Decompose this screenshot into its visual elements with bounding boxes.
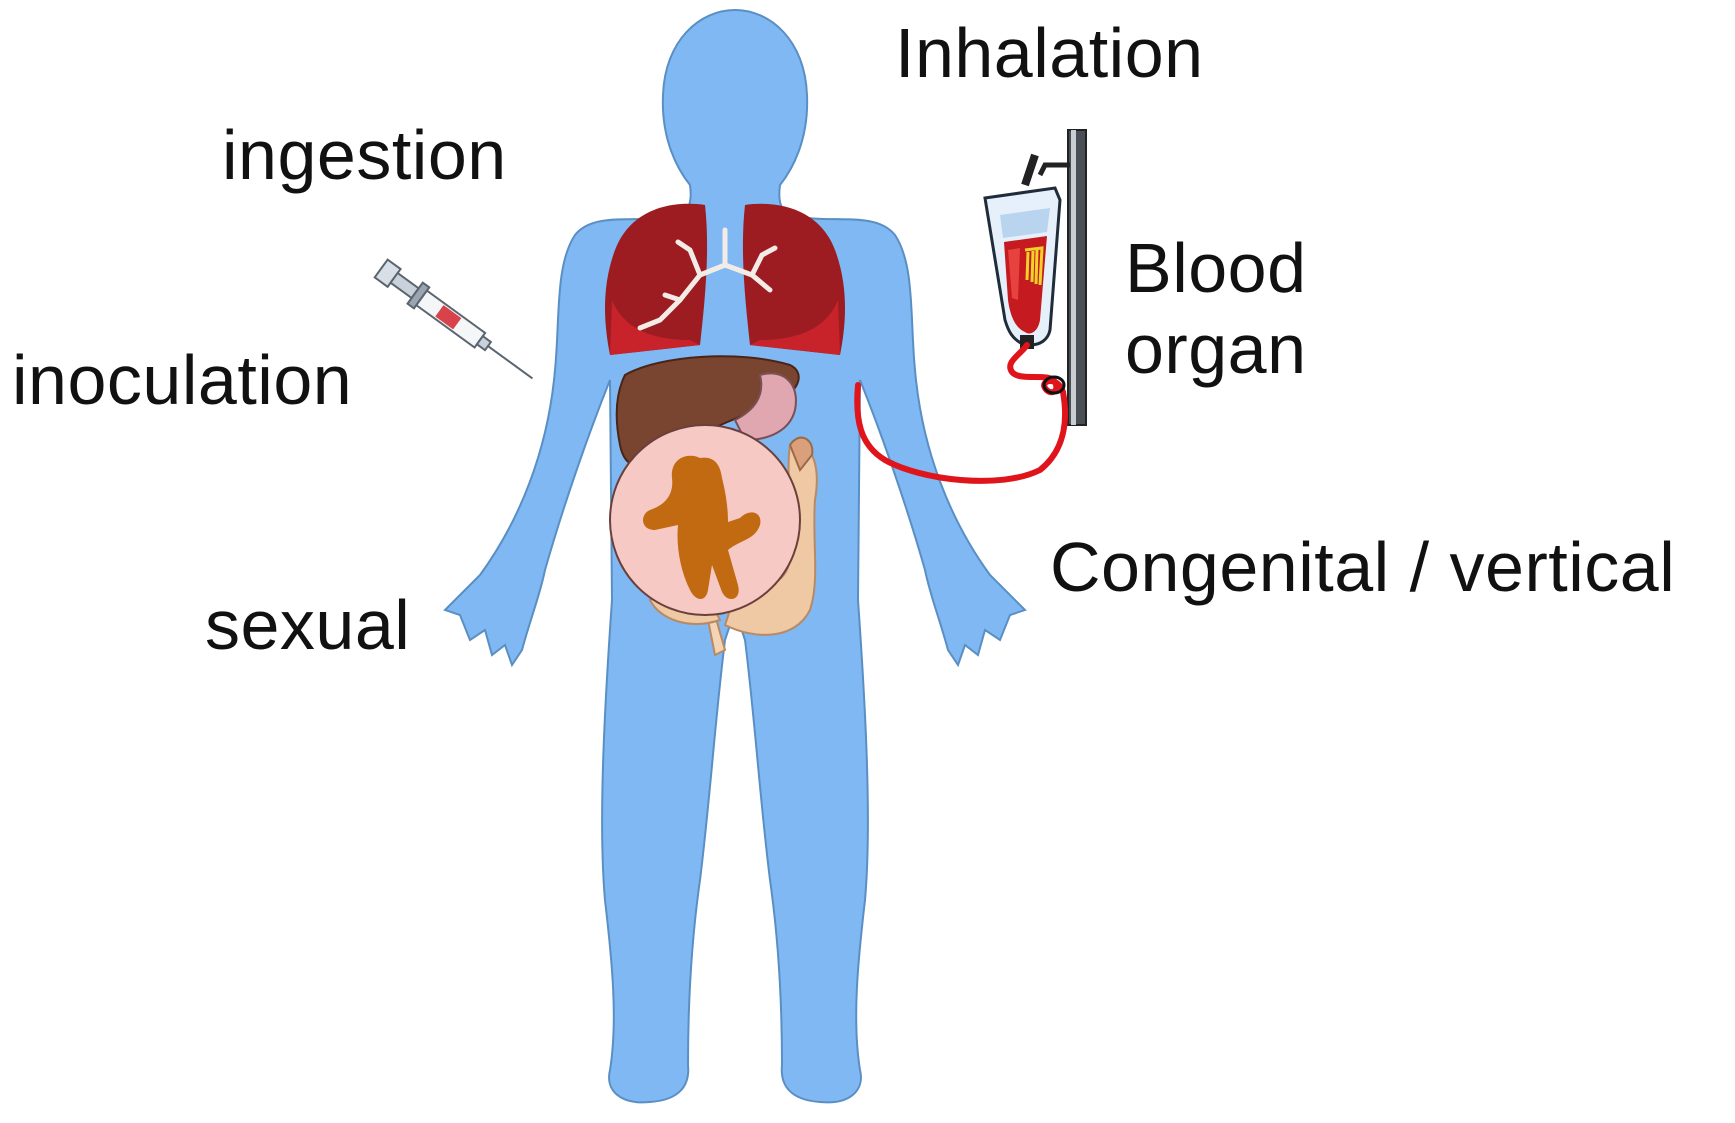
fetus-in-womb-icon bbox=[610, 425, 800, 615]
label-blood-line1: Blood bbox=[1125, 228, 1307, 309]
label-blood-line2: organ bbox=[1125, 309, 1307, 390]
label-inhalation: Inhalation bbox=[895, 18, 1204, 88]
syringe-icon bbox=[374, 258, 541, 389]
label-blood-organ: Blood organ bbox=[1125, 228, 1307, 390]
label-inoculation: inoculation bbox=[12, 345, 352, 415]
label-congenital-vertical: Congenital / vertical bbox=[1050, 532, 1675, 602]
label-sexual: sexual bbox=[205, 590, 410, 660]
label-ingestion: ingestion bbox=[222, 120, 507, 190]
blood-transfusion-bag-icon bbox=[985, 188, 1060, 349]
